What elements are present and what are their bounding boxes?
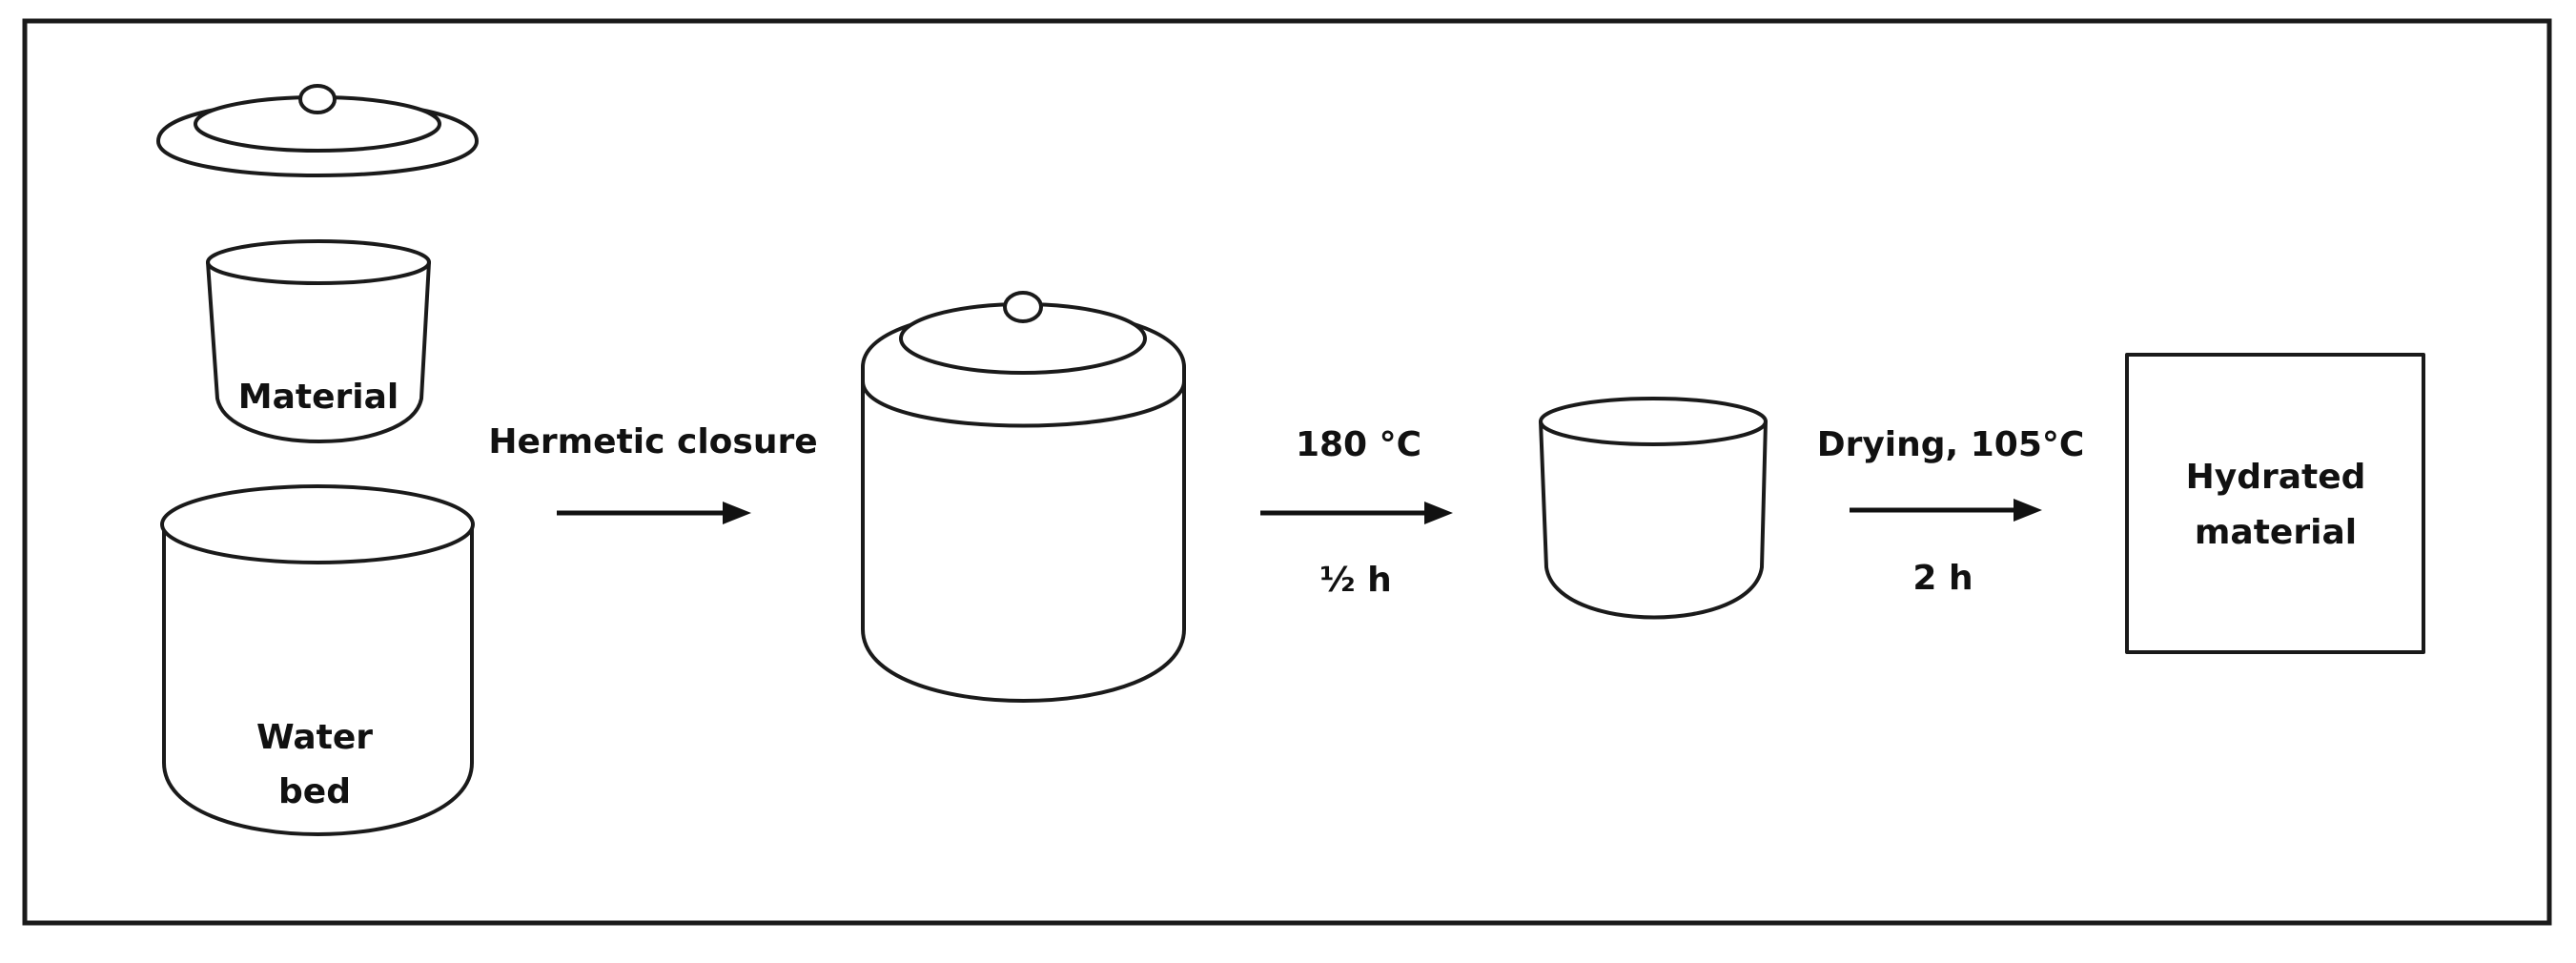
duration-2-label: 2 h xyxy=(1912,559,1973,598)
water-label: Water xyxy=(256,718,373,757)
water-bed-jar: Water bed xyxy=(160,484,475,836)
sealed-container xyxy=(861,291,1186,703)
material-label: Material xyxy=(238,378,399,417)
lid-illustration xyxy=(156,84,479,177)
arrow-3-head xyxy=(2014,499,2042,522)
duration-1-label: ½ h xyxy=(1319,561,1391,600)
heating-step: 180 °C ½ h xyxy=(1260,425,1453,600)
material-crucible: Material xyxy=(206,239,431,443)
drying-step: Drying, 105°C 2 h xyxy=(1817,425,2085,598)
outer-frame xyxy=(22,18,2552,926)
bed-label: bed xyxy=(278,772,351,811)
arrow-1-head xyxy=(723,502,751,524)
heated-crucible xyxy=(1539,397,1768,620)
arrow-2-head xyxy=(1424,502,1453,524)
drying-label: Drying, 105°C xyxy=(1817,425,2085,464)
result-line1: Hydrated xyxy=(2186,458,2366,497)
hermetic-closure-label: Hermetic closure xyxy=(488,422,817,461)
result-box: Hydrated material xyxy=(2125,353,2425,654)
temperature-label: 180 °C xyxy=(1296,425,1421,464)
hermetic-closure-step: Hermetic closure xyxy=(488,422,818,524)
result-line2: material xyxy=(2195,513,2357,552)
